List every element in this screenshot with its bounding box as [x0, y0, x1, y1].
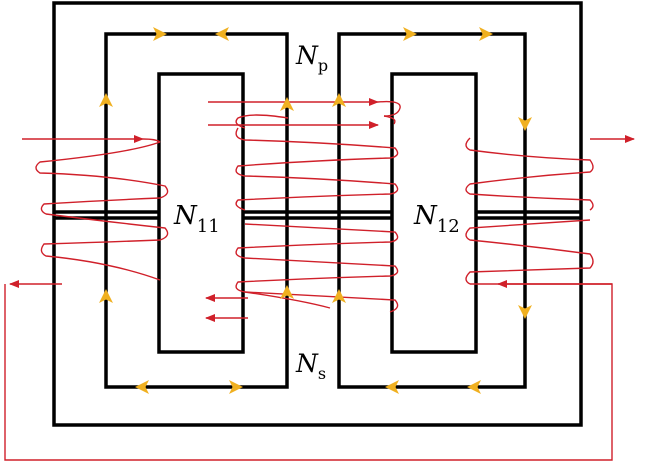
- flux-arrow-right: [403, 27, 417, 41]
- flux-arrow-left: [467, 380, 481, 394]
- label-n11: N11: [173, 201, 220, 237]
- flux-arrow-right: [153, 27, 167, 41]
- flux-arrow-down: [518, 305, 532, 319]
- flux-arrow-up: [332, 289, 346, 303]
- flux-arrow-right: [479, 27, 493, 41]
- flux-arrow-left: [385, 380, 399, 394]
- secondary-mid-loop: [244, 291, 331, 309]
- right-outer-turns-lower: [465, 219, 594, 285]
- middle-turns-upper: [235, 127, 399, 211]
- flux-arrow-up: [99, 93, 113, 107]
- flux-arrows: [99, 27, 532, 394]
- label-ns: Ns: [295, 349, 326, 383]
- flux-arrow-down: [518, 117, 532, 131]
- flux-arrow-left: [135, 380, 149, 394]
- outer-core: [52, 1, 583, 427]
- flux-arrow-right: [229, 380, 243, 394]
- right-outer-turns-upper: [465, 137, 594, 211]
- left-outer-turns-lower: [40, 213, 169, 281]
- flux-arrow-up: [280, 285, 294, 299]
- primary-top-loop: [235, 114, 289, 129]
- left-center-leg: [157, 72, 245, 354]
- windings: [4, 98, 635, 461]
- primary-top-coil-1: [377, 100, 401, 117]
- flux-arrow-up: [99, 289, 113, 303]
- middle-turns-lower: [235, 223, 399, 313]
- flux-arrow-up: [332, 93, 346, 107]
- flux-arrow-left: [215, 27, 229, 41]
- flux-arrow-up: [280, 97, 294, 111]
- primary-top-coil-2: [383, 115, 396, 125]
- primary-input-lead: [142, 138, 161, 143]
- left-outer-turns-upper: [35, 141, 169, 215]
- core-outline: [52, 1, 583, 427]
- label-np: Np: [295, 41, 328, 75]
- label-n12: N12: [413, 201, 460, 237]
